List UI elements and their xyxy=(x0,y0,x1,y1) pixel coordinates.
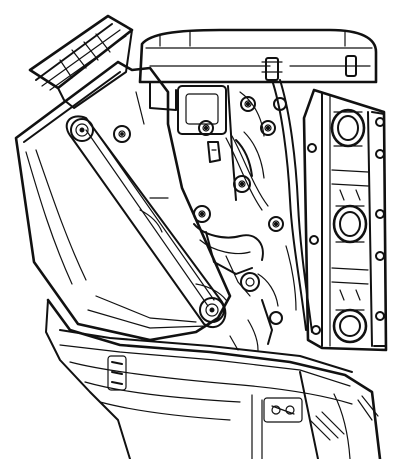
intake-manifold xyxy=(302,88,388,352)
lower-cowling xyxy=(45,298,382,459)
starter-cowl xyxy=(28,14,134,109)
carburetor-throat-lower xyxy=(332,308,368,344)
top-cover xyxy=(138,28,378,84)
carburetor-throat-middle xyxy=(332,204,368,244)
engine-block xyxy=(113,81,287,351)
air-silencer-body xyxy=(14,60,232,342)
fuel-hoses xyxy=(225,79,313,333)
carburetor-throats xyxy=(330,108,369,344)
cowling-vent xyxy=(107,355,127,391)
carburetor-throat-upper xyxy=(330,108,366,148)
mounting-plate xyxy=(263,397,303,423)
solid-details xyxy=(79,101,279,313)
